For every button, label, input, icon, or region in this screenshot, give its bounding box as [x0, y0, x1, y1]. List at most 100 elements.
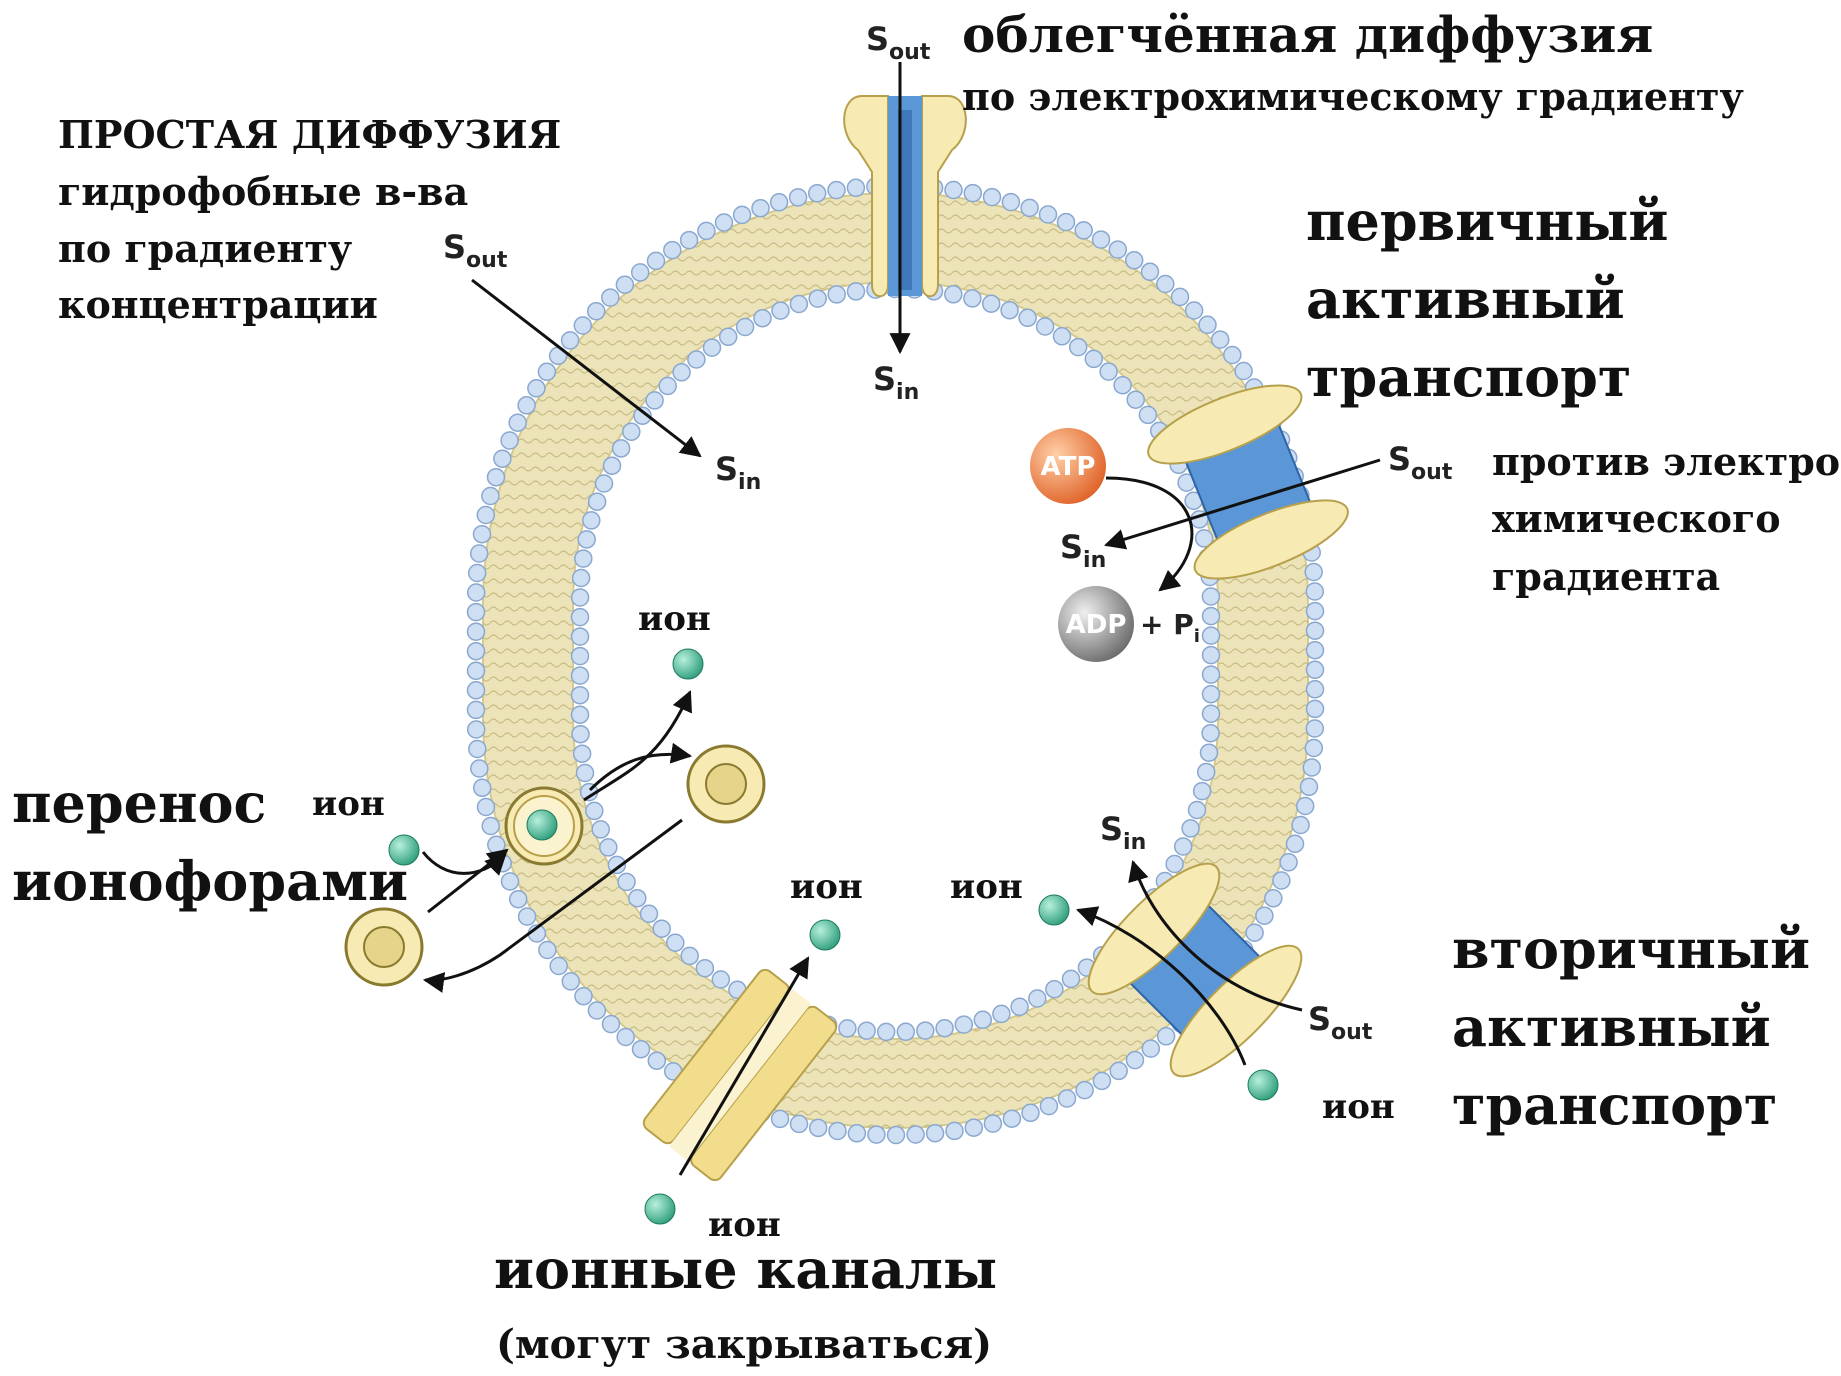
- lipid-head: [946, 1122, 963, 1139]
- lipid-head: [1127, 1052, 1144, 1069]
- lipid-head: [616, 276, 633, 293]
- lipid-head: [550, 958, 567, 975]
- lipid-head: [574, 317, 591, 334]
- lipid-head: [1002, 194, 1019, 211]
- lipid-head: [589, 493, 606, 510]
- lipid-head: [528, 380, 545, 397]
- lipid-head: [1085, 350, 1102, 367]
- lipid-head: [688, 351, 705, 368]
- primary-active-line: активный: [1306, 267, 1625, 331]
- lipid-head: [790, 296, 807, 313]
- lipid-head: [897, 1023, 914, 1040]
- lipid-head: [1109, 241, 1126, 258]
- lipid-head: [828, 286, 845, 303]
- lipid-head: [1212, 331, 1229, 348]
- lipid-head: [494, 450, 511, 467]
- lipid-head: [468, 584, 485, 601]
- lipid-head: [469, 741, 486, 758]
- simple-diffusion-line: по градиенту: [58, 226, 352, 271]
- lipid-head: [1202, 588, 1219, 605]
- lipid-head: [1292, 817, 1309, 834]
- lipid-head: [734, 206, 751, 223]
- lipid-head: [468, 643, 485, 660]
- lipid-head: [1265, 890, 1282, 907]
- ion-sphere: [1248, 1070, 1278, 1100]
- ionophore-outside: [346, 909, 422, 985]
- lipid-head: [602, 289, 619, 306]
- lipid-head: [572, 706, 589, 723]
- lipid-head: [936, 1020, 953, 1037]
- simple-diffusion-line: гидрофобные в-ва: [58, 169, 468, 214]
- lipid-head: [1305, 564, 1322, 581]
- lipid-head: [469, 565, 486, 582]
- lipid-head: [592, 821, 609, 838]
- s-out-label: Sout: [1388, 440, 1453, 485]
- ion-channels-note: (могут закрываться): [496, 1321, 992, 1368]
- lipid-head: [572, 648, 589, 665]
- lipid-head: [1075, 222, 1092, 239]
- lipid-head: [474, 526, 491, 543]
- lipid-head: [471, 545, 488, 562]
- lipid-head: [1287, 835, 1304, 852]
- lipid-head: [572, 667, 589, 684]
- lipid-head: [712, 971, 729, 988]
- lipid-head: [847, 179, 864, 196]
- lipid-head: [1303, 759, 1320, 776]
- lipid-head: [1189, 802, 1206, 819]
- lipid-head: [673, 364, 690, 381]
- lipid-head: [829, 1123, 846, 1140]
- ionophore-inside: [688, 746, 764, 822]
- lipid-head: [1194, 783, 1211, 800]
- lipid-head: [1203, 686, 1220, 703]
- lipid-head: [1059, 1090, 1076, 1107]
- lipid-head: [468, 662, 485, 679]
- lipid-head: [848, 1125, 865, 1142]
- lipid-head: [468, 721, 485, 738]
- lipid-head: [1307, 642, 1324, 659]
- lipid-head: [1076, 1082, 1093, 1099]
- ion-sphere: [645, 1194, 675, 1224]
- lipid-head: [1186, 302, 1203, 319]
- lipid-head: [839, 1020, 856, 1037]
- lipid-head: [632, 264, 649, 281]
- adp-label: ADP: [1066, 610, 1127, 640]
- lipid-head: [1058, 214, 1075, 231]
- lipid-head: [1307, 603, 1324, 620]
- lipid-head: [772, 1110, 789, 1127]
- lipid-head: [1142, 263, 1159, 280]
- lipid-head: [519, 908, 536, 925]
- lipid-head: [1256, 907, 1273, 924]
- lipid-head: [1127, 391, 1144, 408]
- lipid-head: [1203, 647, 1220, 664]
- lipid-head: [573, 570, 590, 587]
- lipid-head: [471, 760, 488, 777]
- lipid-head: [698, 222, 715, 239]
- lipid-head: [629, 890, 646, 907]
- lipid-head: [572, 726, 589, 743]
- lipid-head: [478, 799, 495, 816]
- lipid-head: [1307, 681, 1324, 698]
- lipid-head: [1011, 998, 1028, 1015]
- ion-label: ион: [312, 784, 385, 824]
- lipid-head: [1280, 854, 1297, 871]
- lipid-head: [868, 1126, 885, 1143]
- lipid-head: [501, 432, 518, 449]
- lipid-head: [509, 414, 526, 431]
- ion-sphere: [673, 649, 703, 679]
- lipid-head: [572, 687, 589, 704]
- lipid-head: [848, 283, 865, 300]
- lipid-head: [681, 947, 698, 964]
- s-out-label: Sout: [866, 20, 931, 65]
- lipid-head: [618, 873, 635, 890]
- lipid-head: [907, 1126, 924, 1143]
- lipid-head: [562, 973, 579, 990]
- lipid-head: [1040, 206, 1057, 223]
- lipid-head: [518, 397, 535, 414]
- lipid-head: [586, 802, 603, 819]
- atp-label: ATP: [1041, 452, 1096, 482]
- lipid-head: [1224, 347, 1241, 364]
- lipid-head: [1199, 316, 1216, 333]
- ionophore-title-line: ионофорами: [12, 849, 408, 913]
- lipid-head: [653, 920, 670, 937]
